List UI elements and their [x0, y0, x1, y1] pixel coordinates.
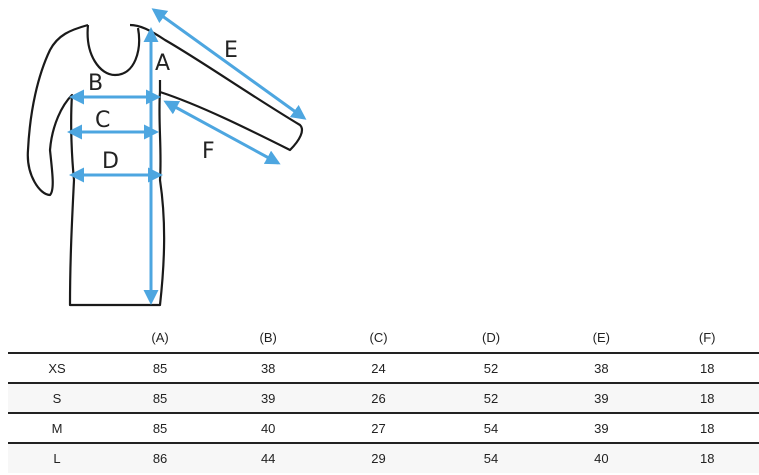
dress-measurement-diagram: A B C D E F: [26, 8, 307, 307]
table-row: S 85 39 26 52 39 18: [8, 383, 759, 413]
size-cell: M: [51, 420, 63, 436]
value-cell: 38: [594, 360, 609, 376]
value-cell: 18: [699, 390, 715, 406]
value-cell: 18: [699, 451, 715, 466]
value-cell: 18: [699, 360, 715, 376]
header-e: (E): [592, 330, 611, 345]
value-cell: 85: [152, 360, 168, 376]
measurement-arrows: [67, 8, 307, 305]
value-cell: 26: [371, 390, 386, 406]
size-cell: S: [52, 390, 62, 406]
header-b: (B): [259, 330, 277, 345]
value-cell: 40: [594, 451, 609, 466]
value-cell: 44: [260, 451, 276, 466]
header-a: (A): [151, 330, 169, 345]
size-chart-table: (A) (B) (C) (D) (E) (F) XS 85 38 24 52 3…: [8, 323, 759, 473]
value-cell: 39: [594, 420, 609, 436]
arrow-e: [151, 8, 307, 120]
value-cell: 54: [483, 451, 499, 466]
value-cell: 27: [371, 420, 386, 436]
table-row: L 86 44 29 54 40 18: [8, 443, 759, 473]
table-row: M 85 40 27 54 39 18: [8, 413, 759, 443]
value-cell: 52: [483, 360, 499, 376]
value-cell: 40: [260, 420, 276, 436]
value-cell: 38: [260, 360, 276, 376]
size-cell: XS: [48, 360, 66, 376]
label-e: E: [224, 38, 238, 63]
header-f: (F): [698, 330, 716, 345]
value-cell: 29: [371, 451, 386, 466]
value-cell: 39: [260, 390, 276, 406]
header-d: (D): [482, 330, 501, 345]
size-cell: L: [53, 451, 61, 466]
header-c: (C): [369, 330, 388, 345]
label-a: A: [155, 51, 170, 76]
label-b: B: [88, 71, 103, 96]
label-c: C: [95, 108, 110, 133]
value-cell: 54: [483, 420, 499, 436]
label-f: F: [202, 139, 215, 164]
value-cell: 39: [594, 390, 609, 406]
value-cell: 85: [152, 420, 168, 436]
header-size: [8, 323, 106, 353]
table-header-row: (A) (B) (C) (D) (E) (F): [8, 323, 759, 353]
value-cell: 85: [152, 390, 168, 406]
value-cell: 86: [152, 451, 168, 466]
table-row: XS 85 38 24 52 38 18: [8, 353, 759, 383]
value-cell: 18: [699, 420, 715, 436]
value-cell: 24: [371, 360, 386, 376]
arrow-f: [163, 100, 281, 165]
value-cell: 52: [483, 390, 499, 406]
label-d: D: [102, 149, 119, 174]
